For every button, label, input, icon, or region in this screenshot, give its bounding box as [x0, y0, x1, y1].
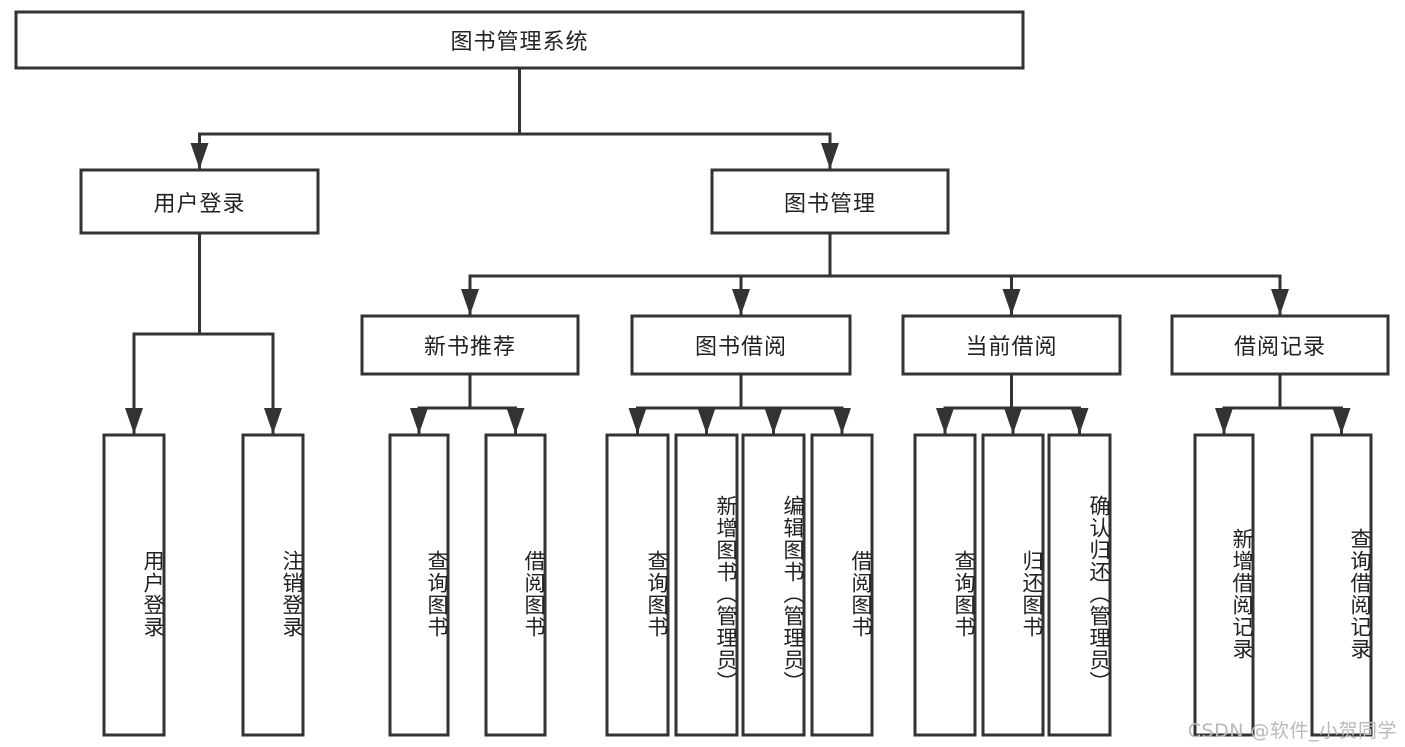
node-box-level1-0[interactable] — [79, 168, 320, 235]
node-box-leaf-9[interactable] — [981, 433, 1045, 737]
arrow-head-icon — [764, 408, 783, 434]
node-box-layer — [14, 10, 1390, 737]
node-box-leaf-5[interactable] — [674, 433, 739, 737]
node-box-leaf-2[interactable] — [388, 433, 450, 737]
arrow-head-icon — [506, 408, 525, 434]
node-box-level1-1[interactable] — [710, 168, 950, 235]
node-box-leaf-12[interactable] — [1310, 433, 1373, 737]
csdn-watermark: CSDN @软件_小贺同学 — [1187, 720, 1397, 742]
arrow-head-icon — [264, 408, 282, 434]
node-box-level2-2[interactable] — [901, 314, 1122, 376]
arrow-head-icon — [190, 143, 209, 169]
connector-layer — [125, 66, 1351, 435]
arrow-head-icon — [697, 408, 716, 434]
arrow-head-icon — [732, 289, 750, 315]
node-box-leaf-8[interactable] — [913, 433, 977, 737]
arrow-head-icon — [821, 143, 839, 169]
arrow-head-icon — [125, 408, 143, 434]
node-box-leaf-1[interactable] — [241, 433, 305, 737]
arrow-head-icon — [410, 408, 428, 434]
node-box-level2-0[interactable] — [360, 314, 580, 376]
arrow-head-icon — [936, 408, 954, 434]
arrow-head-icon — [1332, 408, 1351, 434]
node-box-leaf-6[interactable] — [741, 433, 806, 737]
node-box-leaf-10[interactable] — [1047, 433, 1112, 737]
node-box-leaf-3[interactable] — [484, 433, 547, 737]
node-box-leaf-0[interactable] — [102, 433, 166, 737]
arrow-head-icon — [628, 408, 647, 434]
node-box-leaf-11[interactable] — [1193, 433, 1255, 737]
arrow-head-icon — [1215, 408, 1233, 434]
arrow-head-icon — [461, 289, 479, 315]
arrow-head-icon — [1004, 408, 1022, 434]
node-box-leaf-4[interactable] — [605, 433, 670, 737]
node-box-leaf-7[interactable] — [810, 433, 874, 737]
arrow-head-icon — [833, 408, 851, 434]
node-box-level2-1[interactable] — [630, 314, 852, 376]
node-box-root[interactable] — [14, 10, 1025, 70]
arrow-head-icon — [1002, 289, 1021, 315]
arrow-head-icon — [1271, 289, 1289, 315]
arrow-head-icon — [1070, 408, 1089, 434]
node-box-level2-3[interactable] — [1170, 314, 1390, 376]
